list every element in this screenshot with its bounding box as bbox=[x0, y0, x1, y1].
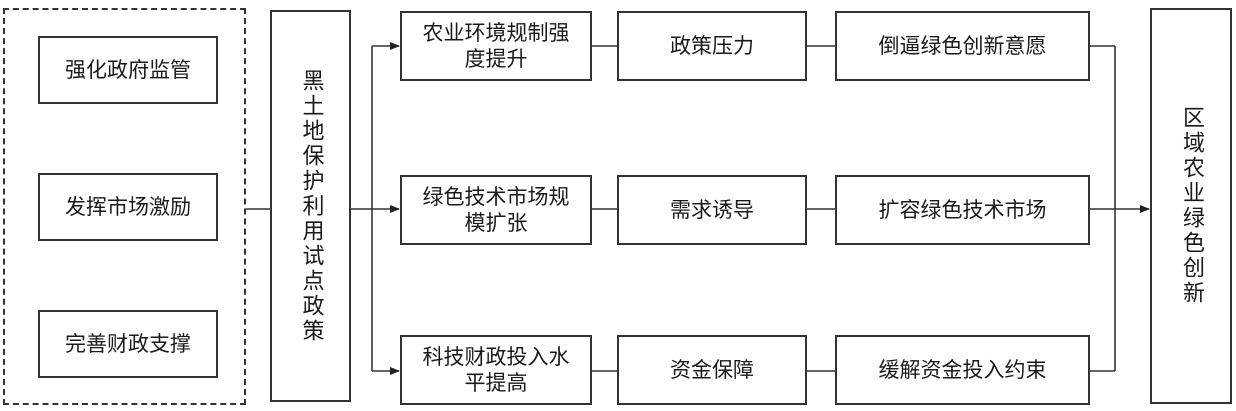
mechanism-box-funding-guarantee: 资金保障 bbox=[617, 335, 807, 405]
measure-fiscal-support: 完善财政支撑 bbox=[38, 310, 218, 378]
policy-label: 黑土地保护利用试点政策 bbox=[298, 68, 324, 344]
result-box: 区域农业绿色创新 bbox=[1150, 8, 1232, 404]
policy-box: 黑土地保护利用试点政策 bbox=[270, 10, 351, 402]
effect-box-regulation: 农业环境规制强度提升 bbox=[400, 11, 592, 81]
outcome-label: 倒逼绿色创新意愿 bbox=[878, 33, 1047, 58]
mechanism-box-demand-induction: 需求诱导 bbox=[617, 175, 807, 245]
measure-label: 强化政府监管 bbox=[65, 57, 191, 82]
effect-label: 科技财政投入水平提高 bbox=[422, 345, 570, 395]
measure-market-incentive: 发挥市场激励 bbox=[38, 173, 218, 241]
measure-strengthen-regulation: 强化政府监管 bbox=[38, 36, 218, 104]
effect-box-fiscal-investment: 科技财政投入水平提高 bbox=[400, 335, 592, 405]
measure-label: 完善财政支撑 bbox=[65, 331, 191, 356]
effect-label: 农业环境规制强度提升 bbox=[422, 21, 570, 71]
measure-label: 发挥市场激励 bbox=[65, 194, 191, 219]
policy-measures-group bbox=[3, 8, 246, 405]
outcome-label: 扩容绿色技术市场 bbox=[878, 197, 1047, 222]
mechanism-box-policy-pressure: 政策压力 bbox=[617, 11, 807, 81]
outcome-box-expand-tech-market: 扩容绿色技术市场 bbox=[835, 175, 1090, 245]
effect-label: 绿色技术市场规模扩张 bbox=[422, 185, 570, 235]
mechanism-label: 资金保障 bbox=[670, 357, 754, 382]
outcome-box-ease-funding-constraint: 缓解资金投入约束 bbox=[835, 335, 1090, 405]
mechanism-label: 政策压力 bbox=[670, 33, 754, 58]
result-label: 区域农业绿色创新 bbox=[1179, 106, 1204, 306]
outcome-label: 缓解资金投入约束 bbox=[878, 357, 1047, 382]
outcome-box-innovation-willingness: 倒逼绿色创新意愿 bbox=[835, 11, 1090, 81]
effect-box-market-scale: 绿色技术市场规模扩张 bbox=[400, 175, 592, 245]
mechanism-label: 需求诱导 bbox=[670, 197, 754, 222]
